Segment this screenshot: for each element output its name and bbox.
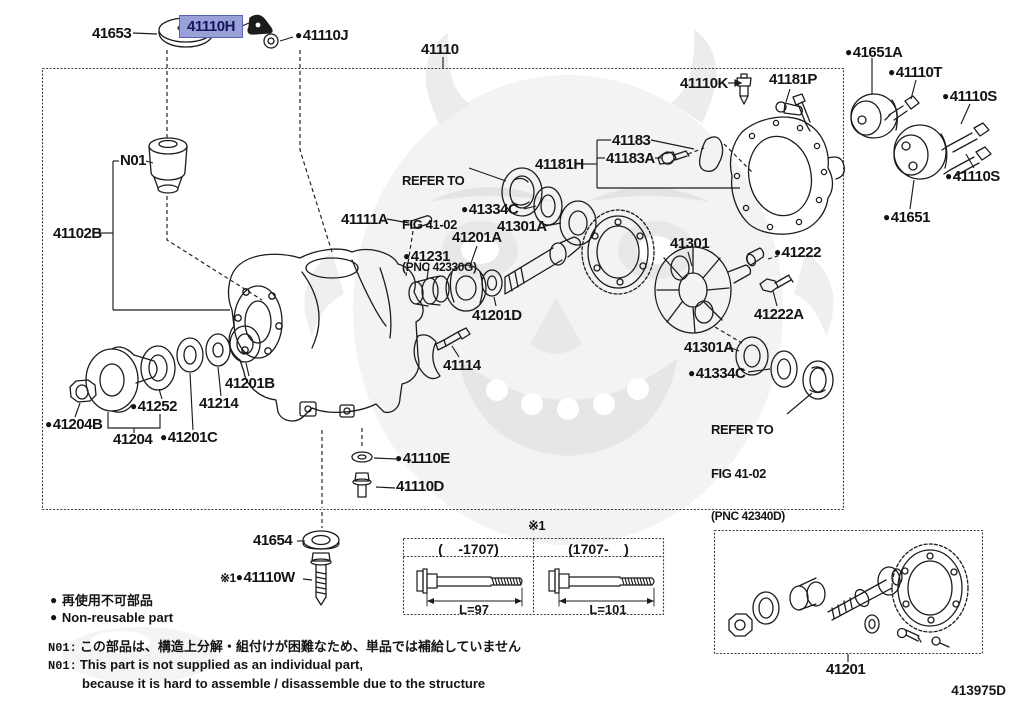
part-label-41301[interactable]: 41301 bbox=[670, 235, 710, 252]
part-label-41204b[interactable]: ●41204B bbox=[45, 416, 103, 433]
non-reusable-dot: ● bbox=[45, 417, 52, 431]
non-reusable-dot: ● bbox=[888, 65, 895, 79]
part-label-41252[interactable]: ●41252 bbox=[130, 398, 177, 415]
part-label-41110j[interactable]: ●41110J bbox=[295, 27, 349, 44]
non-reusable-dot: ● bbox=[845, 45, 852, 59]
non-reusable-dot: ● bbox=[945, 169, 952, 183]
part-label-41334c-upper[interactable]: ●41334C bbox=[461, 201, 519, 218]
part-label-41654[interactable]: 41654 bbox=[253, 532, 293, 549]
non-reusable-dot: ● bbox=[883, 210, 890, 224]
watermark bbox=[62, 29, 834, 683]
part-label-41301a-lower[interactable]: 41301A bbox=[684, 339, 734, 356]
refer-note-42340d: REFER TO FIG 41-02 (PNC 42340D) bbox=[711, 422, 785, 524]
note1-marker: ※1 bbox=[220, 571, 236, 585]
non-reusable-dot: ● bbox=[50, 610, 58, 624]
part-label-41110[interactable]: 41110 bbox=[421, 41, 459, 58]
part-label-41183a[interactable]: 41183A bbox=[606, 150, 655, 167]
part-label-41110d[interactable]: 41110D bbox=[396, 478, 444, 495]
bolt-length-97: L=97 bbox=[459, 602, 489, 617]
note-ref-n01: N01 bbox=[120, 152, 147, 169]
part-label-41214[interactable]: 41214 bbox=[199, 395, 239, 412]
part-label-41181p[interactable]: 41181P bbox=[769, 71, 817, 88]
table-header-pre1707: ( -1707) bbox=[438, 541, 499, 557]
non-reusable-dot: ● bbox=[688, 366, 695, 380]
inset-box-41201 bbox=[713, 529, 984, 655]
part-label-41334c-lower[interactable]: ●41334C bbox=[688, 365, 746, 382]
part-label-41201c[interactable]: ●41201C bbox=[160, 429, 218, 446]
part-label-41651a[interactable]: ●41651A bbox=[845, 44, 903, 61]
non-reusable-dot: ● bbox=[461, 202, 468, 216]
footnote-n01-jp: N01:この部品は、構造上分解・組付けが困難なため、単品では補給していません bbox=[48, 639, 522, 655]
part-label-41201a[interactable]: 41201A bbox=[452, 229, 502, 246]
non-reusable-dot: ● bbox=[160, 430, 167, 444]
part-label-41110k[interactable]: 41110K bbox=[680, 75, 728, 92]
main-diagram-box bbox=[41, 67, 845, 511]
non-reusable-dot: ● bbox=[774, 245, 781, 259]
part-label-41102b[interactable]: 41102B bbox=[53, 225, 102, 242]
part-label-41110s-upper[interactable]: ●41110S bbox=[942, 88, 997, 105]
part-label-41110e[interactable]: ●41110E bbox=[395, 450, 450, 467]
part-label-41110t[interactable]: ●41110T bbox=[888, 64, 942, 81]
figure-number: 413975D bbox=[951, 683, 1006, 698]
table-header-post1707: (1707- ) bbox=[568, 541, 629, 557]
legend-non-reusable-jp: ● 再使用不可部品 bbox=[50, 593, 153, 608]
non-reusable-dot: ● bbox=[295, 28, 302, 42]
table-note1-marker: ※1 bbox=[528, 518, 546, 533]
legend-non-reusable-en: ● Non-reusable part bbox=[50, 610, 174, 625]
non-reusable-dot: ● bbox=[942, 89, 949, 103]
part-label-41653[interactable]: 41653 bbox=[92, 25, 132, 42]
non-reusable-dot: ● bbox=[130, 399, 137, 413]
non-reusable-dot: ● bbox=[235, 570, 243, 584]
footnote-n01-en-line2: because it is hard to assemble / disasse… bbox=[82, 676, 486, 691]
part-label-41651[interactable]: ●41651 bbox=[883, 209, 930, 226]
part-label-41204[interactable]: 41204 bbox=[113, 431, 153, 448]
refer-note-42330g: REFER TO FIG 41-02 (PNC 42330G) bbox=[402, 173, 477, 275]
non-reusable-dot: ● bbox=[395, 451, 402, 465]
part-label-41222a[interactable]: 41222A bbox=[754, 306, 804, 323]
part-label-41222[interactable]: ●41222 bbox=[774, 244, 821, 261]
part-label-41301a-upper[interactable]: 41301A bbox=[497, 218, 547, 235]
part-label-41231[interactable]: ●41231 bbox=[403, 248, 450, 265]
bolt-length-101: L=101 bbox=[589, 602, 627, 617]
part-label-41114[interactable]: 41114 bbox=[443, 357, 481, 374]
footnote-n01-en-line1: N01:This part is not supplied as an indi… bbox=[48, 657, 363, 673]
part-label-41110s-lower[interactable]: ●41110S bbox=[945, 168, 1000, 185]
part-label-41111a[interactable]: 41111A bbox=[341, 211, 389, 228]
part-label-41110w[interactable]: ※1●41110W bbox=[220, 569, 295, 586]
part-label-41110h-selected[interactable]: 41110H bbox=[179, 15, 243, 38]
part-label-41201[interactable]: 41201 bbox=[826, 661, 866, 678]
part-label-41181h[interactable]: 41181H bbox=[535, 156, 584, 173]
non-reusable-dot: ● bbox=[403, 249, 410, 263]
part-label-41201d[interactable]: 41201D bbox=[472, 307, 522, 324]
non-reusable-dot: ● bbox=[50, 593, 58, 607]
part-label-41201b[interactable]: 41201B bbox=[225, 375, 275, 392]
part-label-41183[interactable]: 41183 bbox=[612, 132, 651, 149]
